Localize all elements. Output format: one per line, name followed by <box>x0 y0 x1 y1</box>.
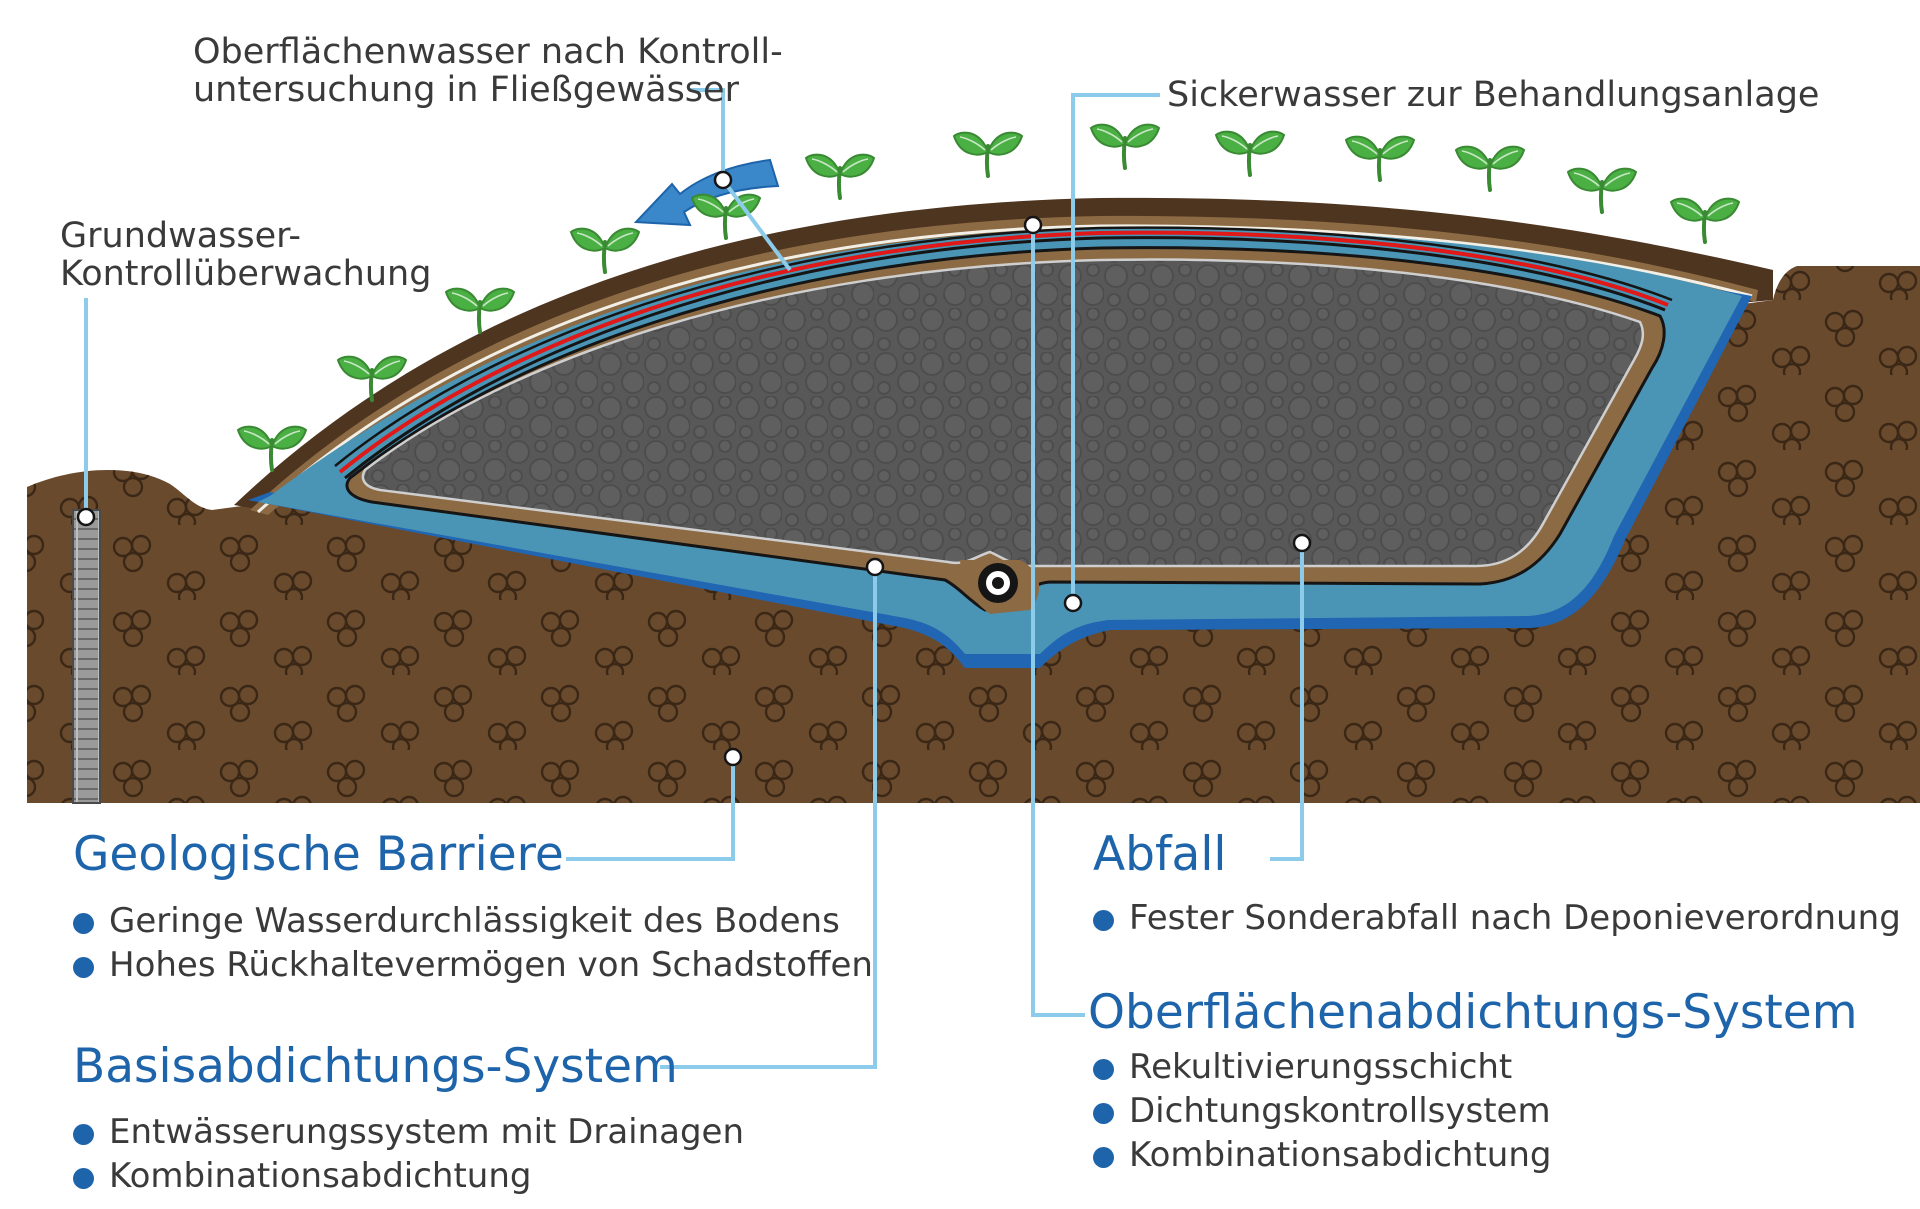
marker-surface-sealing <box>1023 215 1043 235</box>
callout-lines <box>84 88 1304 1069</box>
list-item: Rekultivierungsschicht <box>1093 1045 1551 1089</box>
marker-leachate <box>1063 593 1083 613</box>
label-groundwater-line-1: Grundwasser- <box>60 216 301 256</box>
heading-waste: Abfall <box>1093 827 1227 882</box>
list-waste: Fester Sonderabfall nach Deponieverordnu… <box>1093 896 1901 940</box>
list-item: Hohes Rückhaltevermögen von Schadstoffen <box>73 943 873 987</box>
waste-body <box>334 226 1673 614</box>
label-leachate: Sickerwasser zur Behandlungsanlage <box>1167 75 1820 115</box>
heading-surface-sealing: Oberflächenabdichtungs-System <box>1088 985 1858 1040</box>
list-item: Kombinationsabdichtung <box>1093 1133 1551 1177</box>
list-item: Fester Sonderabfall nach Deponieverordnu… <box>1093 896 1901 940</box>
list-item: Geringe Wasserdurchlässigkeit des Bodens <box>73 899 873 943</box>
list-item: Kombinationsabdichtung <box>73 1154 744 1198</box>
marker-groundwater <box>76 507 96 527</box>
recultivation-layer <box>234 197 1773 515</box>
marker-waste <box>1292 533 1312 553</box>
heading-geological-barrier: Geologische Barriere <box>73 827 564 882</box>
list-base-sealing: Entwässerungssystem mit Drainagen Kombin… <box>73 1110 744 1198</box>
groundwater-well <box>72 509 101 804</box>
marker-base-sealing <box>865 557 885 577</box>
callout-markers <box>76 170 1312 767</box>
list-item: Entwässerungssystem mit Drainagen <box>73 1110 744 1154</box>
label-surface-water-line-2: untersuchung in Fließgewässer <box>193 70 739 110</box>
label-surface-water: Oberflächenwasser nach Kontroll- untersu… <box>193 33 783 109</box>
marker-surface-water <box>713 170 733 190</box>
heading-base-sealing: Basisabdichtungs-System <box>73 1039 678 1094</box>
label-groundwater-line-2: Kontrollüberwachung <box>60 254 432 294</box>
surface-water-arrow <box>633 158 780 227</box>
label-surface-water-line-1: Oberflächenwasser nach Kontroll- <box>193 32 783 72</box>
list-item: Dichtungskontrollsystem <box>1093 1089 1551 1133</box>
label-groundwater: Grundwasser- Kontrollüberwachung <box>60 217 431 293</box>
marker-geology <box>723 747 743 767</box>
list-geological-barrier: Geringe Wasserdurchlässigkeit des Bodens… <box>73 899 873 987</box>
list-surface-sealing: Rekultivierungsschicht Dichtungskontroll… <box>1093 1045 1551 1177</box>
